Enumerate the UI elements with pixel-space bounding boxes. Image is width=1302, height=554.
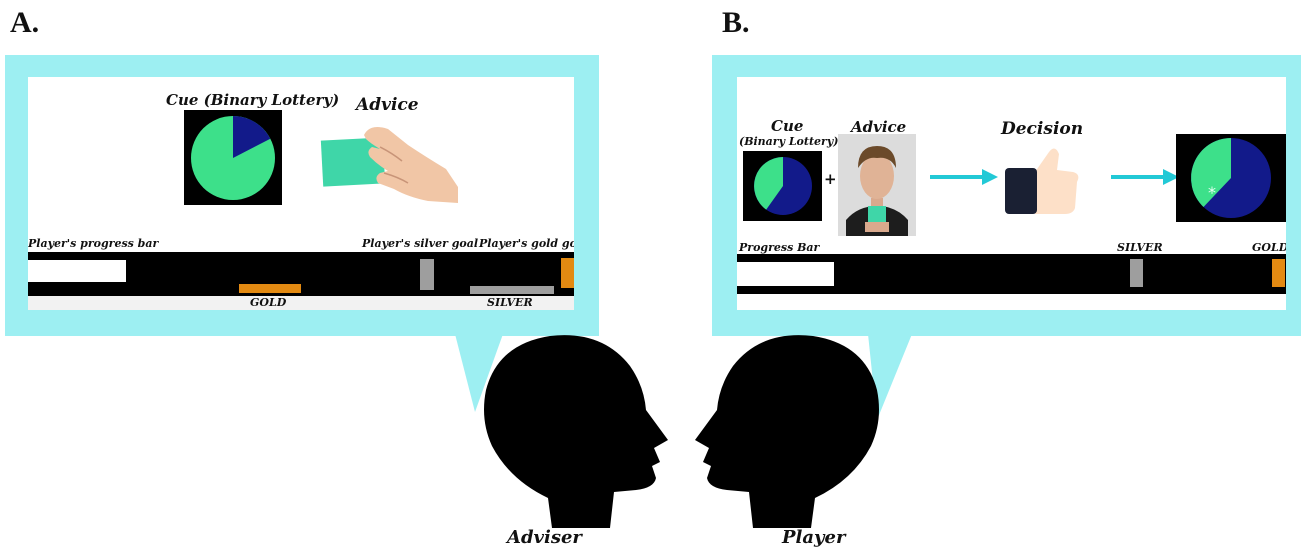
silver-goal-marker: [1130, 259, 1143, 287]
plus-sign: +: [824, 170, 837, 188]
silver-goal-marker: [420, 259, 434, 290]
outcome-pie-box: *: [1176, 134, 1286, 222]
cue-pie-chart: [754, 157, 812, 215]
outcome-pie-chart: *: [1191, 138, 1271, 218]
cue-label-line1: Cue: [771, 117, 804, 135]
cue-label: Cue (Binary Lottery): [166, 91, 340, 109]
advice-card: [320, 137, 386, 187]
panel-a-letter: A.: [10, 6, 40, 39]
advice-label: Advice: [851, 118, 907, 136]
adviser-portrait: [838, 134, 916, 236]
gold-goal-label: Player's gold goal: [479, 237, 574, 250]
adviser-head-silhouette: [484, 335, 668, 528]
adviser-silver-text: SILVER: [487, 296, 533, 309]
adviser-gold-text: GOLD: [250, 296, 287, 309]
adviser-silver-marker: [470, 286, 554, 294]
player-progress-fill: [28, 260, 126, 282]
pie-blue-slice: [233, 116, 271, 158]
adviser-gold-marker: [239, 284, 301, 293]
silver-label: SILVER: [1117, 241, 1163, 254]
panel-b-letter: B.: [722, 6, 750, 39]
pie-green-slice: [1191, 138, 1231, 207]
cue-pie-box: [184, 110, 282, 205]
cue-pie-chart: [191, 116, 275, 200]
progress-bar-label: Progress Bar: [739, 241, 820, 254]
outcome-asterisk-icon: *: [1208, 183, 1216, 202]
gold-label: GOLD: [1252, 241, 1286, 254]
panel-a-screen: Cue (Binary Lottery) Advice Player's pro…: [28, 77, 574, 310]
pie-green-slice: [754, 157, 783, 210]
silver-goal-label: Player's silver goal: [362, 237, 479, 250]
lower-strip: [28, 296, 574, 310]
player-progress-fill: [737, 262, 834, 286]
hand-with-card-icon: [320, 127, 458, 203]
cue-pie-box: [743, 151, 822, 221]
player-head-silhouette: [695, 335, 879, 528]
bubble-tail-b: [868, 334, 912, 420]
player-label: Player: [782, 527, 846, 548]
progress-bar-label: Player's progress bar: [28, 237, 159, 250]
adviser-label: Adviser: [507, 527, 582, 548]
bubble-tail-a: [455, 334, 503, 412]
gold-goal-marker: [561, 258, 574, 288]
arrow-icon-2: [1111, 169, 1179, 185]
gold-goal-marker: [1272, 259, 1285, 287]
arrow-icon-1: [930, 169, 998, 185]
cue-label-line2: (Binary Lottery): [739, 135, 839, 148]
panel-b-screen: Cue (Binary Lottery) + Advice Decision *: [737, 77, 1286, 310]
advice-label: Advice: [356, 95, 419, 115]
decision-label: Decision: [1001, 119, 1084, 139]
thumbs-up-icon: [1005, 148, 1079, 214]
